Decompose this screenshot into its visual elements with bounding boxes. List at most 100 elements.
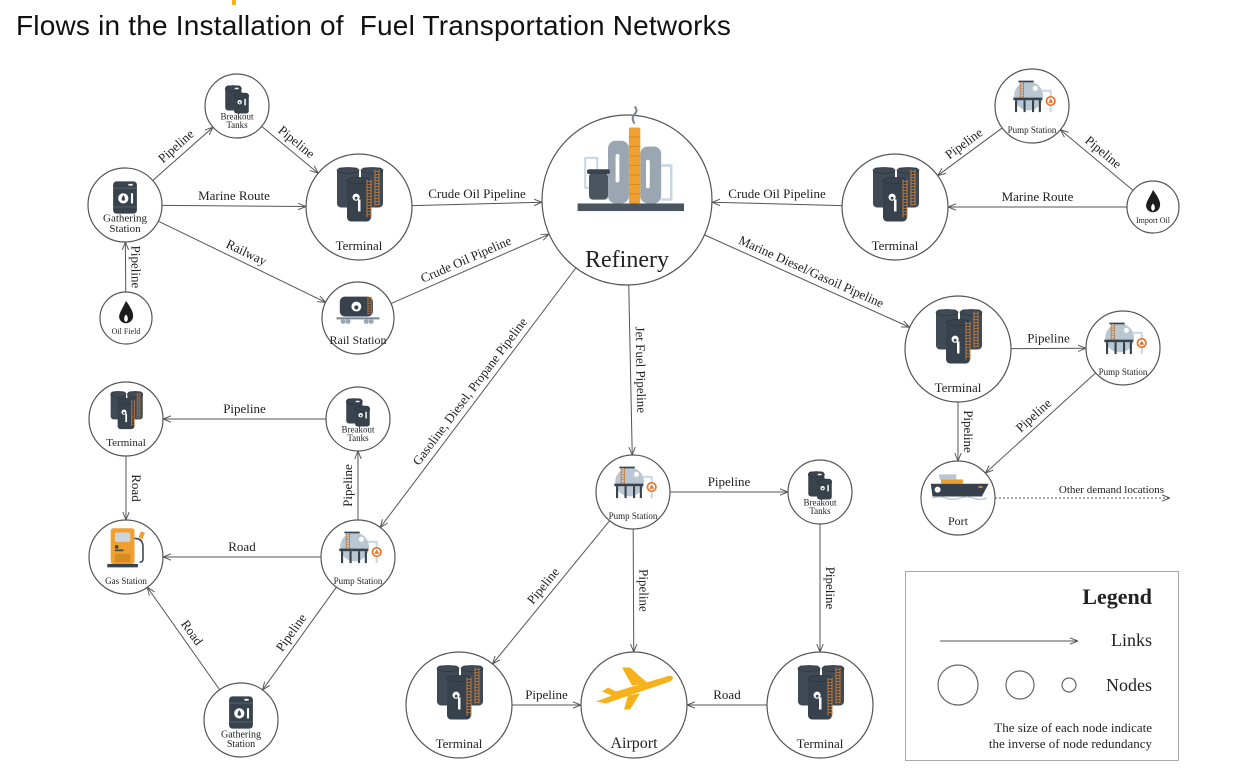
node-label: Station [227,739,255,750]
node-terminal-6[interactable]: Terminal [766,651,874,759]
node-label: Airport [610,735,658,752]
storage-tanks-icon [935,309,983,364]
node-label: Breakout [221,111,254,121]
edge-label: Road [178,617,206,648]
breakout-tanks-icon [807,471,833,500]
edge-pump-station-2-to-port [985,372,1096,473]
oil-barrel-icon [113,181,137,214]
pump-station-icon [1104,322,1147,355]
edge-label: Pipeline [128,246,143,289]
node-pump-station-3[interactable]: Pump Station [320,519,396,595]
fuel-pump-icon [107,528,145,568]
edge-label: Road [228,539,256,554]
edge-pump-station-4-to-airport [633,528,634,652]
node-label: Oil Field [112,327,141,336]
node-refinery[interactable]: Refinery [541,105,713,286]
edge-label: Road [713,687,741,702]
node-label: Terminal [106,437,146,449]
node-label: Port [948,514,969,528]
edge-label: Pipeline [525,687,568,702]
node-label: Breakout [804,497,837,507]
node-pump-station-2[interactable]: Pump Station [1085,310,1161,386]
edge-label: Marine Route [1002,189,1074,204]
node-label: Terminal [336,238,383,253]
oil-barrel-icon [229,696,253,729]
edge-refinery-to-terminal-3 [704,234,910,327]
edge-gathering-station-1-to-rail-station [158,220,325,302]
edge-label: Pipeline [223,401,266,416]
node-terminal-5[interactable]: Terminal [405,651,513,759]
edge-label: Other demand locations [1059,484,1164,496]
storage-tanks-icon [336,167,384,222]
edge-label: Crude Oil Pipeline [728,186,826,201]
edge-gathering-station-1-to-terminal-1 [161,205,306,206]
node-terminal-3[interactable]: Terminal [904,295,1012,403]
legend-note: The size of each node indicate the inver… [989,720,1152,752]
airplane-icon [596,667,673,710]
node-terminal-2[interactable]: Terminal [841,153,949,261]
breakout-tanks-icon [224,85,250,114]
edge-label: Pipeline [961,410,976,453]
edge-rail-station-to-refinery [390,234,549,304]
edge-label: Pipeline [708,474,751,489]
legend-node-small [1061,677,1077,693]
edge-label: Jet Fuel Pipeline [633,326,650,413]
node-terminal-4[interactable]: Terminal [88,381,164,457]
edge-label: Marine Route [198,188,270,203]
edge-terminal-1-to-refinery [411,202,542,207]
node-label: Terminal [872,238,919,253]
legend: Legend Links Nodes The size of each node… [905,571,1179,761]
storage-tanks-icon [436,665,484,720]
legend-graphics [937,572,1078,706]
node-label: Gathering [221,730,261,741]
node-label: Tanks [347,433,369,443]
storage-tanks-icon [872,167,920,222]
node-rail-station[interactable]: Rail Station [321,281,395,355]
legend-node-large [937,664,979,706]
node-gas-station[interactable]: Gas Station [88,519,164,595]
edge-terminal-2-to-refinery [712,202,843,207]
node-label: Pump Station [1099,367,1148,377]
node-label: Rail Station [330,333,387,347]
node-label: Pump Station [609,511,658,521]
edge-label: Road [129,474,144,502]
node-label: Breakout [342,424,375,434]
node-label: Tanks [809,506,831,516]
edge-label: Gasoline, Diesel, Propane Pipeline [409,314,530,468]
edge-gathering-station-2-to-gas-station [147,587,221,691]
node-pump-station-4[interactable]: Pump Station [595,454,671,530]
edge-pump-station-3-to-gathering-station-2 [263,586,337,690]
node-oil-field[interactable]: Oil Field [99,291,153,345]
edge-label: Crude Oil Pipeline [418,233,514,286]
legend-node-medium [1005,670,1035,700]
legend-note-line-1: The size of each node indicate [994,720,1152,735]
node-label: Pump Station [334,576,383,586]
storage-tanks-icon [110,391,144,430]
node-circle [920,460,996,536]
flame-icon [119,300,134,324]
node-label: Terminal [436,736,483,751]
rail-tank-car-icon [336,296,380,324]
legend-title: Legend [1082,584,1152,609]
node-label: Pump Station [1008,125,1057,135]
edge-refinery-to-pump-station-3 [380,267,577,528]
node-airport[interactable]: Airport [580,651,688,759]
edge-label: Pipeline [636,569,651,612]
node-import-oil[interactable]: Import Oil [1126,180,1180,234]
pump-station-icon [614,466,657,499]
edge-import-oil-to-pump-station-1 [1060,130,1134,191]
legend-links-label: Links [1110,630,1152,650]
node-label: Terminal [935,380,982,395]
node-label: Station [109,223,141,235]
legend-nodes-label: Nodes [1106,675,1152,695]
node-pump-station-1[interactable]: Pump Station [994,68,1070,144]
edge-label: Pipeline [1027,330,1070,345]
edge-pump-station-4-to-terminal-5 [493,520,610,664]
node-terminal-1[interactable]: Terminal [305,153,413,261]
node-port[interactable]: Port [920,460,996,536]
